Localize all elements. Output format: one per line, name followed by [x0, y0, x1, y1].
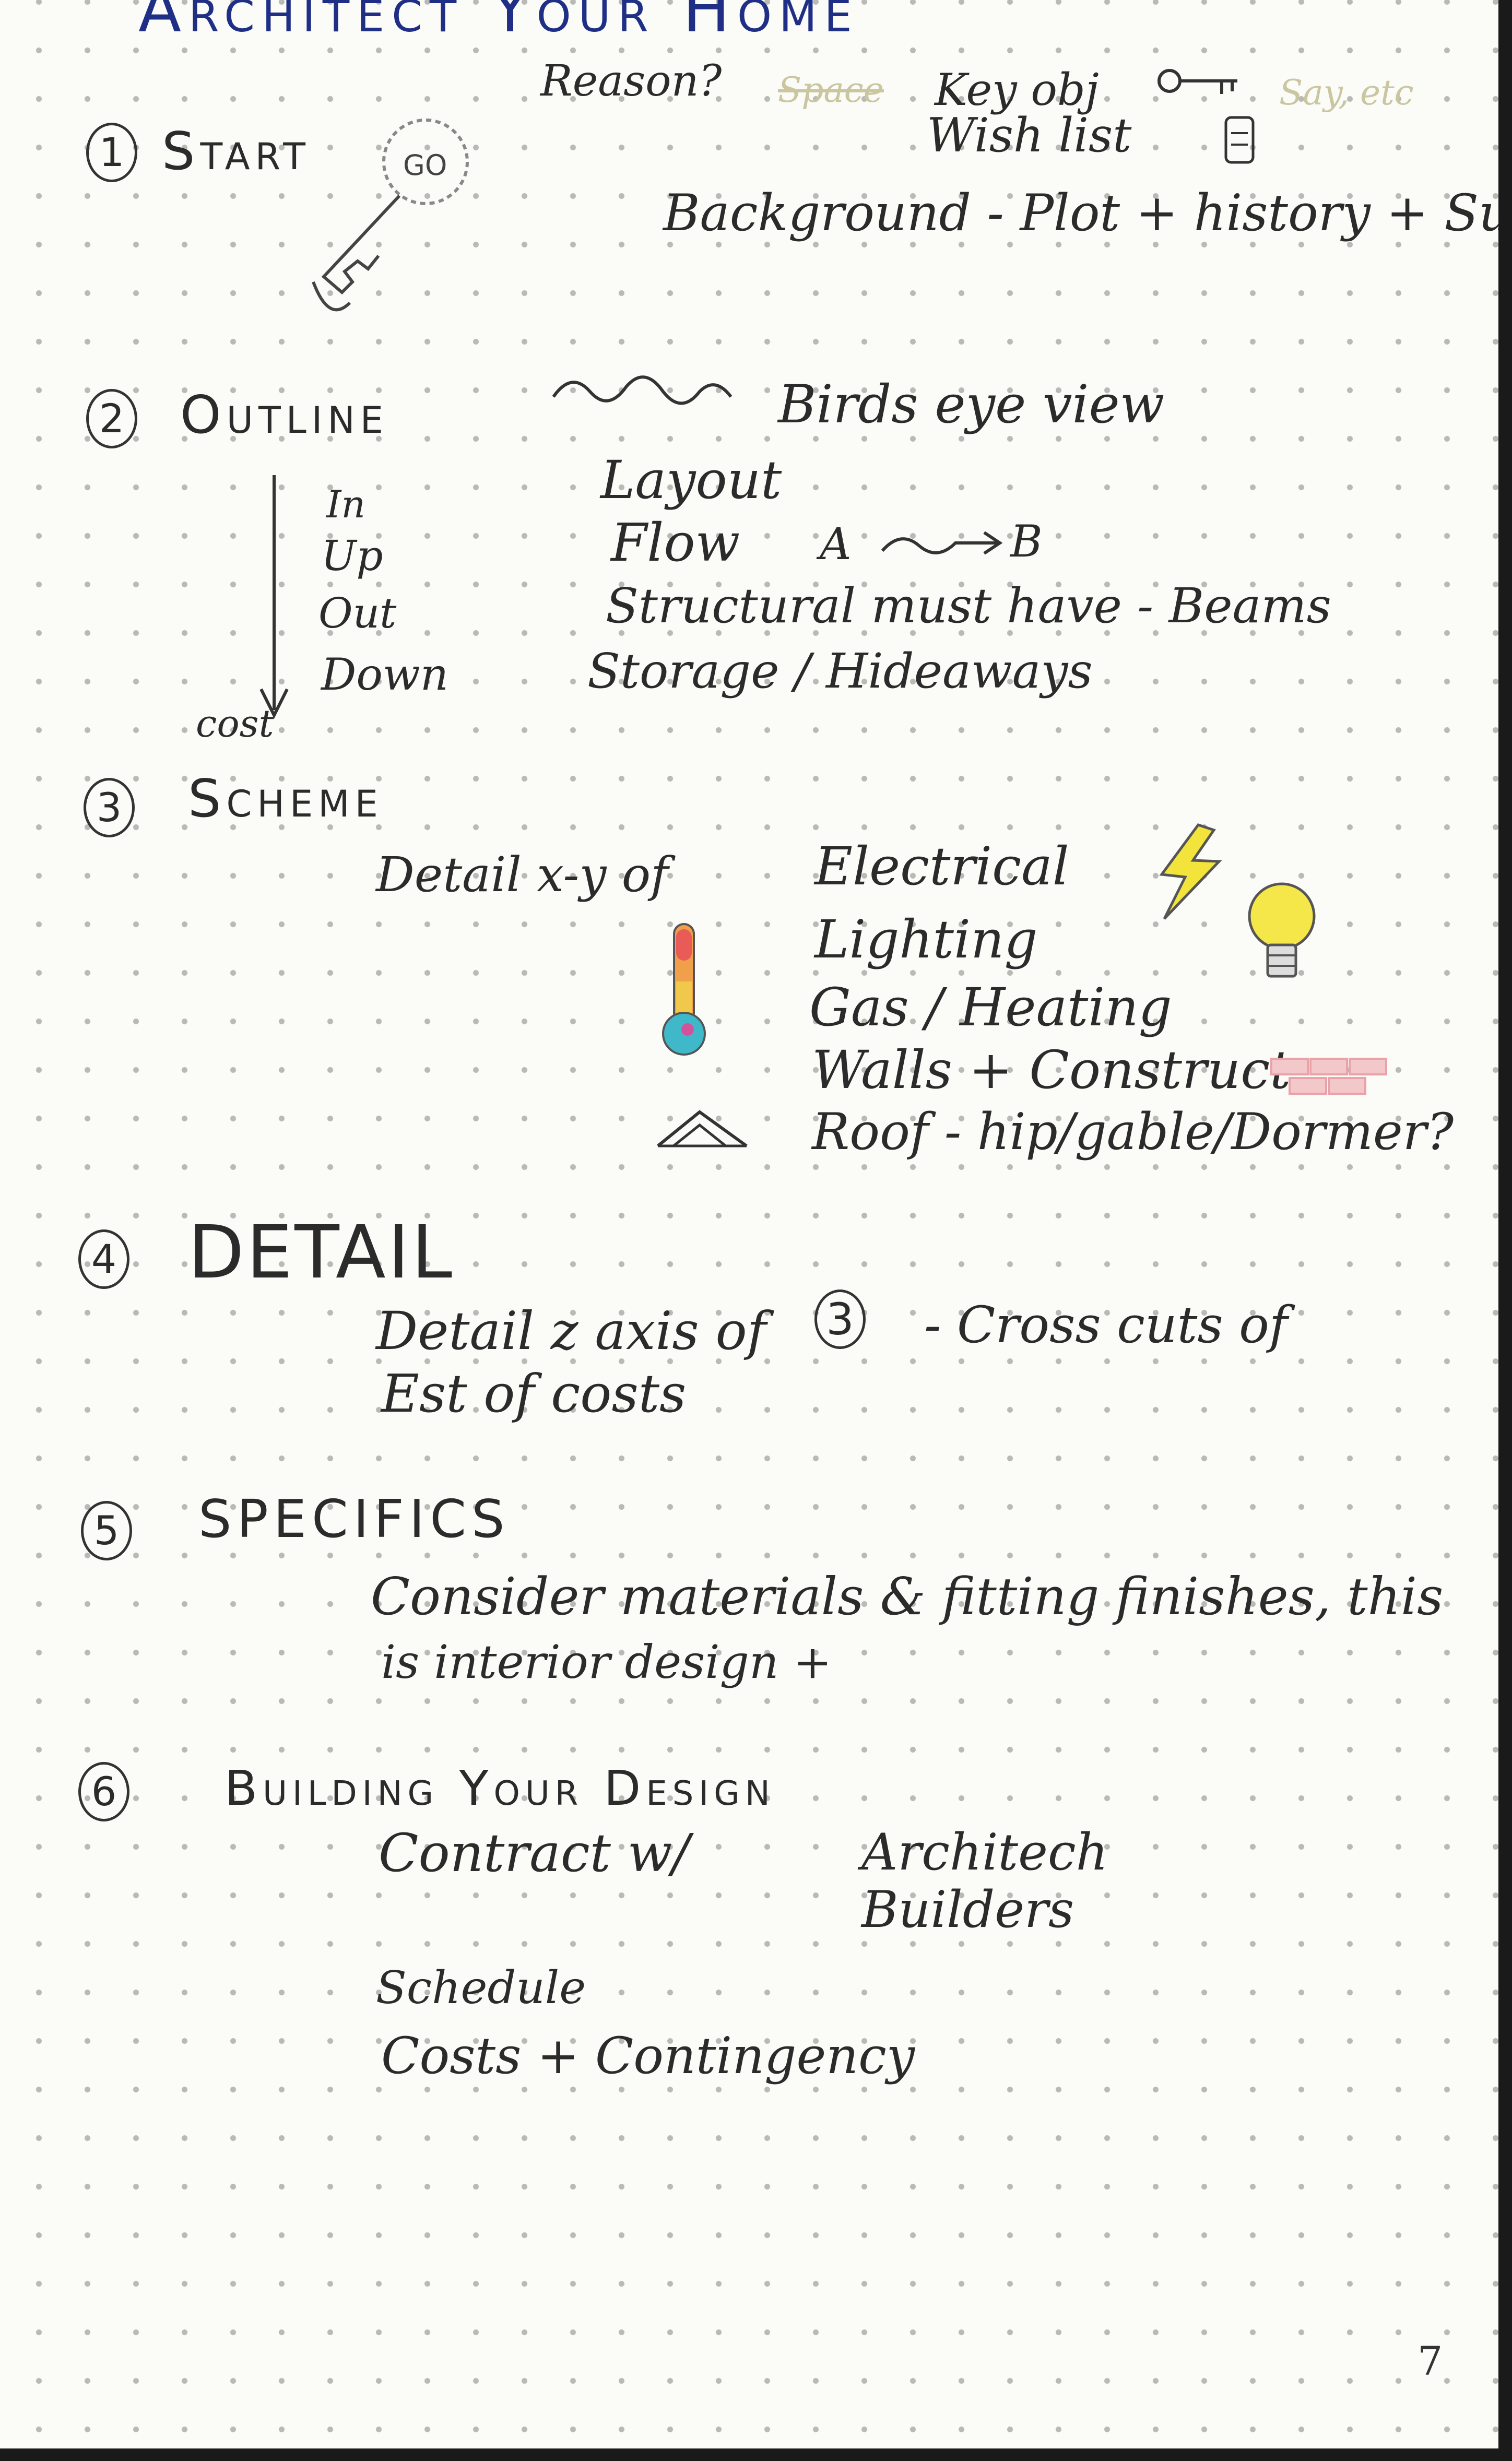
roof-icon: [657, 1110, 748, 1147]
thermometer-icon: [662, 923, 706, 1056]
detail-line-2: Est of costs: [381, 1363, 687, 1424]
scheme-gas-heating: Gas / Heating: [809, 977, 1172, 1038]
birds-eye-note: Birds eye view: [778, 374, 1165, 435]
key-go-icon: GO: [312, 119, 469, 312]
building-contract: Contract w/: [379, 1823, 690, 1884]
specifics-line-2: is interior design +: [381, 1635, 832, 1689]
background-note: Background - Plot + history + Survey: [663, 184, 1498, 242]
section-number-5: 5: [81, 1501, 132, 1560]
detail-line-1: Detail z axis of: [376, 1300, 766, 1362]
faint-note: Say, etc: [1279, 73, 1414, 113]
building-schedule: Schedule: [376, 1962, 586, 2014]
crossed-note: Space: [778, 70, 884, 110]
section-number-4: 4: [78, 1229, 129, 1289]
direction-down: Down: [321, 649, 448, 700]
scheme-electrical: Electrical: [814, 836, 1069, 897]
building-party-architect: Architech: [861, 1823, 1108, 1882]
light-bulb-icon: [1248, 882, 1316, 978]
cost-label: cost: [196, 702, 274, 746]
specifics-line-1: Consider materials & fitting finishes, t…: [371, 1567, 1444, 1627]
direction-in: In: [326, 482, 365, 526]
outline-flow: Flow: [611, 512, 740, 573]
scheme-roof: Roof - hip/gable/Dormer?: [812, 1103, 1454, 1161]
down-arrow-icon: [259, 475, 289, 719]
direction-out: Out: [318, 589, 397, 637]
wish-list-note: Wish list: [927, 108, 1132, 163]
wave-icon: [552, 375, 733, 405]
section-number-6: 6: [78, 1762, 129, 1821]
lightning-icon: [1159, 823, 1222, 920]
section-heading-building: Building Your Design: [225, 1760, 775, 1816]
section-heading-outline: Outline: [180, 384, 388, 445]
section-number-2: 2: [86, 389, 137, 448]
key-icon: [1157, 69, 1237, 94]
go-label: GO: [403, 149, 447, 182]
detail-ref-circle: 3: [814, 1289, 866, 1349]
building-party-builders: Builders: [861, 1880, 1074, 1939]
section-heading-scheme: Scheme: [188, 768, 383, 829]
outline-structural: Structural must have - Beams: [606, 578, 1331, 634]
key-obj-note: Key obj: [935, 64, 1099, 115]
scroll-icon: [1224, 116, 1255, 164]
reason-note: Reason?: [540, 56, 722, 106]
detail-ref-text: - Cross cuts of: [924, 1296, 1288, 1354]
section-heading-start: Start: [162, 121, 311, 182]
page-title: Architect Your Home: [138, 0, 859, 46]
scheme-lighting: Lighting: [814, 909, 1038, 970]
building-costs: Costs + Contingency: [381, 2027, 915, 2085]
scheme-lead: Detail x-y of: [376, 847, 669, 903]
scheme-walls: Walls + Construct: [812, 1039, 1291, 1101]
section-number-3: 3: [84, 778, 135, 837]
page-number: 7: [1418, 2338, 1443, 2384]
section-heading-specifics: SPECIFICS: [198, 1488, 510, 1549]
brick-wall-icon: [1270, 1058, 1387, 1095]
outline-storage: Storage / Hideaways: [587, 643, 1093, 699]
squiggle-arrow-icon: [881, 531, 1003, 555]
flow-b: B: [1010, 516, 1043, 567]
direction-up: Up: [321, 531, 383, 580]
section-heading-detail: DETAIL: [188, 1210, 454, 1295]
outline-layout: Layout: [600, 449, 782, 511]
section-number-1: 1: [86, 123, 137, 182]
flow-a: A: [820, 518, 852, 570]
